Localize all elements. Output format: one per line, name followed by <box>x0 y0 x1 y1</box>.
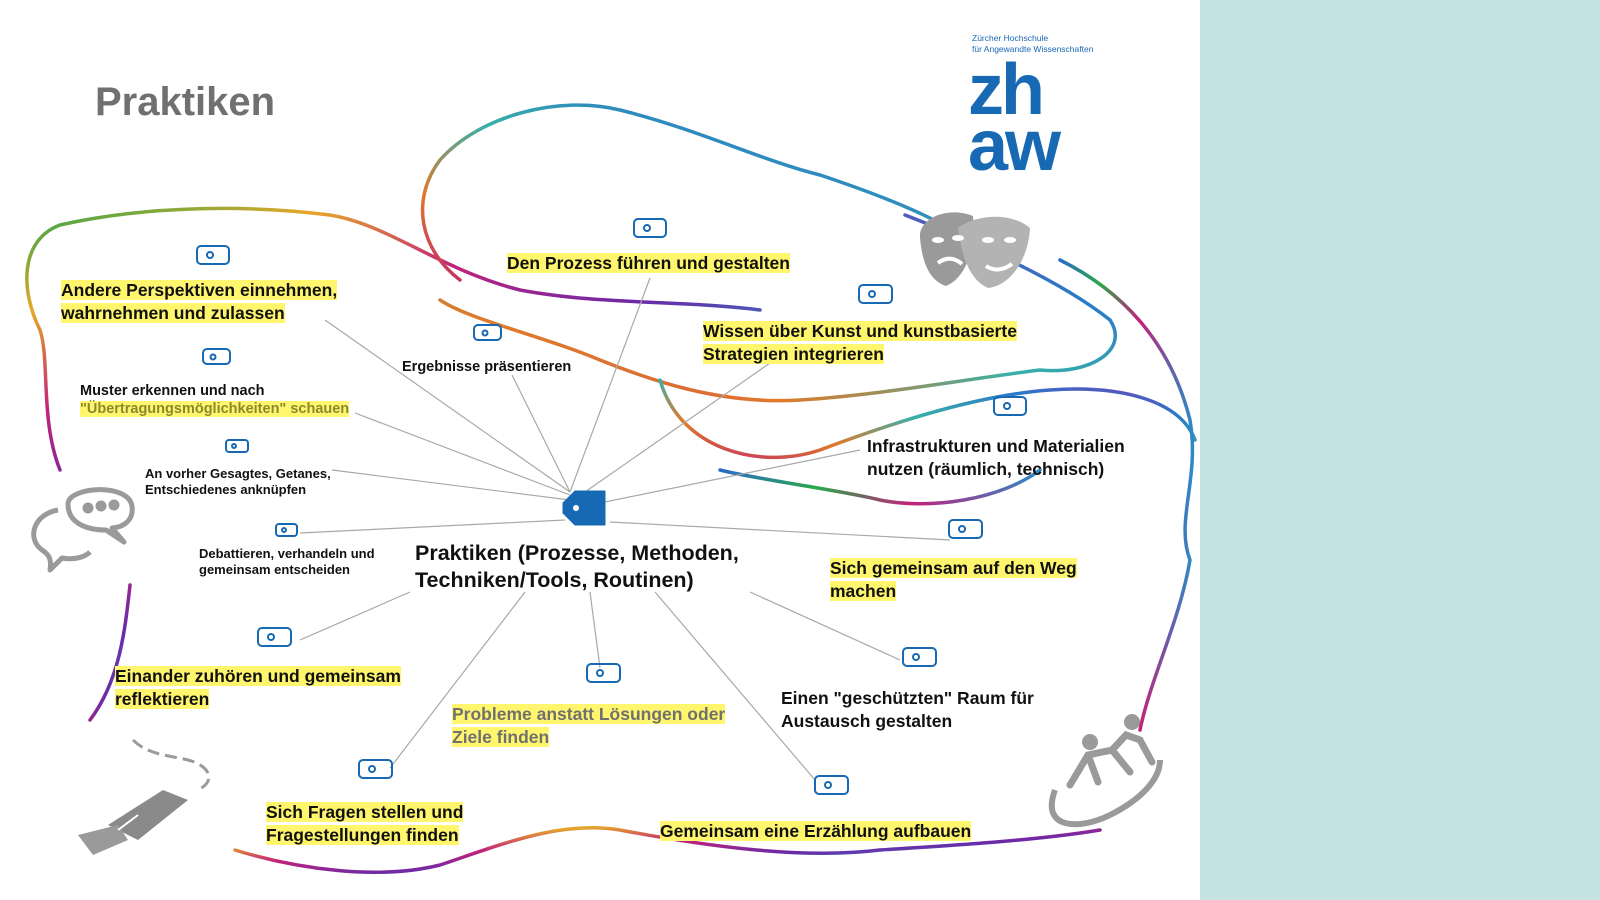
node-debattieren: Debattieren, verhandeln und gemeinsam en… <box>199 546 375 577</box>
node-raum: Einen "geschützten" Raum für Austausch g… <box>781 688 1034 731</box>
rainbow-outline-left <box>25 206 762 472</box>
connector-lines <box>299 277 951 781</box>
rainbow-outline-bottom <box>88 583 1102 874</box>
tag-icon <box>202 348 231 365</box>
node-wissen: Wissen über Kunst und kunstbasierte Stra… <box>703 321 1017 364</box>
mindmap-canvas <box>25 103 1197 874</box>
theater-masks-icon <box>919 212 1030 288</box>
speech-bubble-icon <box>31 487 135 573</box>
node-fragen: Sich Fragen stellen und Fragestellungen … <box>266 802 464 845</box>
node-ergebnisse: Ergebnisse präsentieren <box>402 359 572 375</box>
rainbow-outline-right <box>718 258 1195 732</box>
side-panel <box>1200 0 1600 900</box>
tag-icon <box>275 523 298 537</box>
page-title: Praktiken <box>95 80 276 124</box>
tag-icon <box>257 627 292 647</box>
center-tag-icon <box>562 490 606 526</box>
tag-icon <box>993 396 1027 416</box>
tag-icon <box>633 218 667 238</box>
tag-icon <box>858 284 893 304</box>
tag-icon <box>358 759 393 779</box>
tag-icon <box>473 324 502 341</box>
tag-icon <box>902 647 937 667</box>
tag-icon <box>814 775 849 795</box>
fountain-pen-icon <box>78 738 211 855</box>
logo-caption: Zürcher Hochschule für Angewandte Wissen… <box>972 33 1094 54</box>
node-prozess: Den Prozess führen und gestalten <box>507 253 790 273</box>
node-weg: Sich gemeinsam auf den Weg machen <box>830 558 1077 601</box>
node-muster: Muster erkennen und nach "Übertragungsmö… <box>80 383 350 417</box>
zhaw-logo: zh aw <box>968 50 1061 186</box>
dancers-icon <box>1048 714 1163 828</box>
tag-icons <box>196 218 1027 795</box>
rainbow-outline-top <box>420 103 1197 460</box>
tag-icon <box>225 439 249 453</box>
tag-icon <box>196 245 230 265</box>
tag-icon <box>586 663 621 683</box>
node-erzaehlung: Gemeinsam eine Erzählung aufbauen <box>660 821 972 841</box>
node-perspektiven: Andere Perspektiven einnehmen, wahrnehme… <box>61 280 338 323</box>
center-node: Praktiken (Prozesse, Methoden, Techniken… <box>415 541 739 592</box>
node-anknuepfen: An vorher Gesagtes, Getanes, Entschieden… <box>145 466 331 497</box>
node-zuhoeren: Einander zuhören und gemeinsam reflektie… <box>115 666 401 709</box>
node-probleme: Probleme anstatt Lösungen oder Ziele fin… <box>452 704 726 747</box>
node-infrastruktur: Infrastrukturen und Materialien nutzen (… <box>867 436 1125 479</box>
tag-icon <box>948 519 983 539</box>
